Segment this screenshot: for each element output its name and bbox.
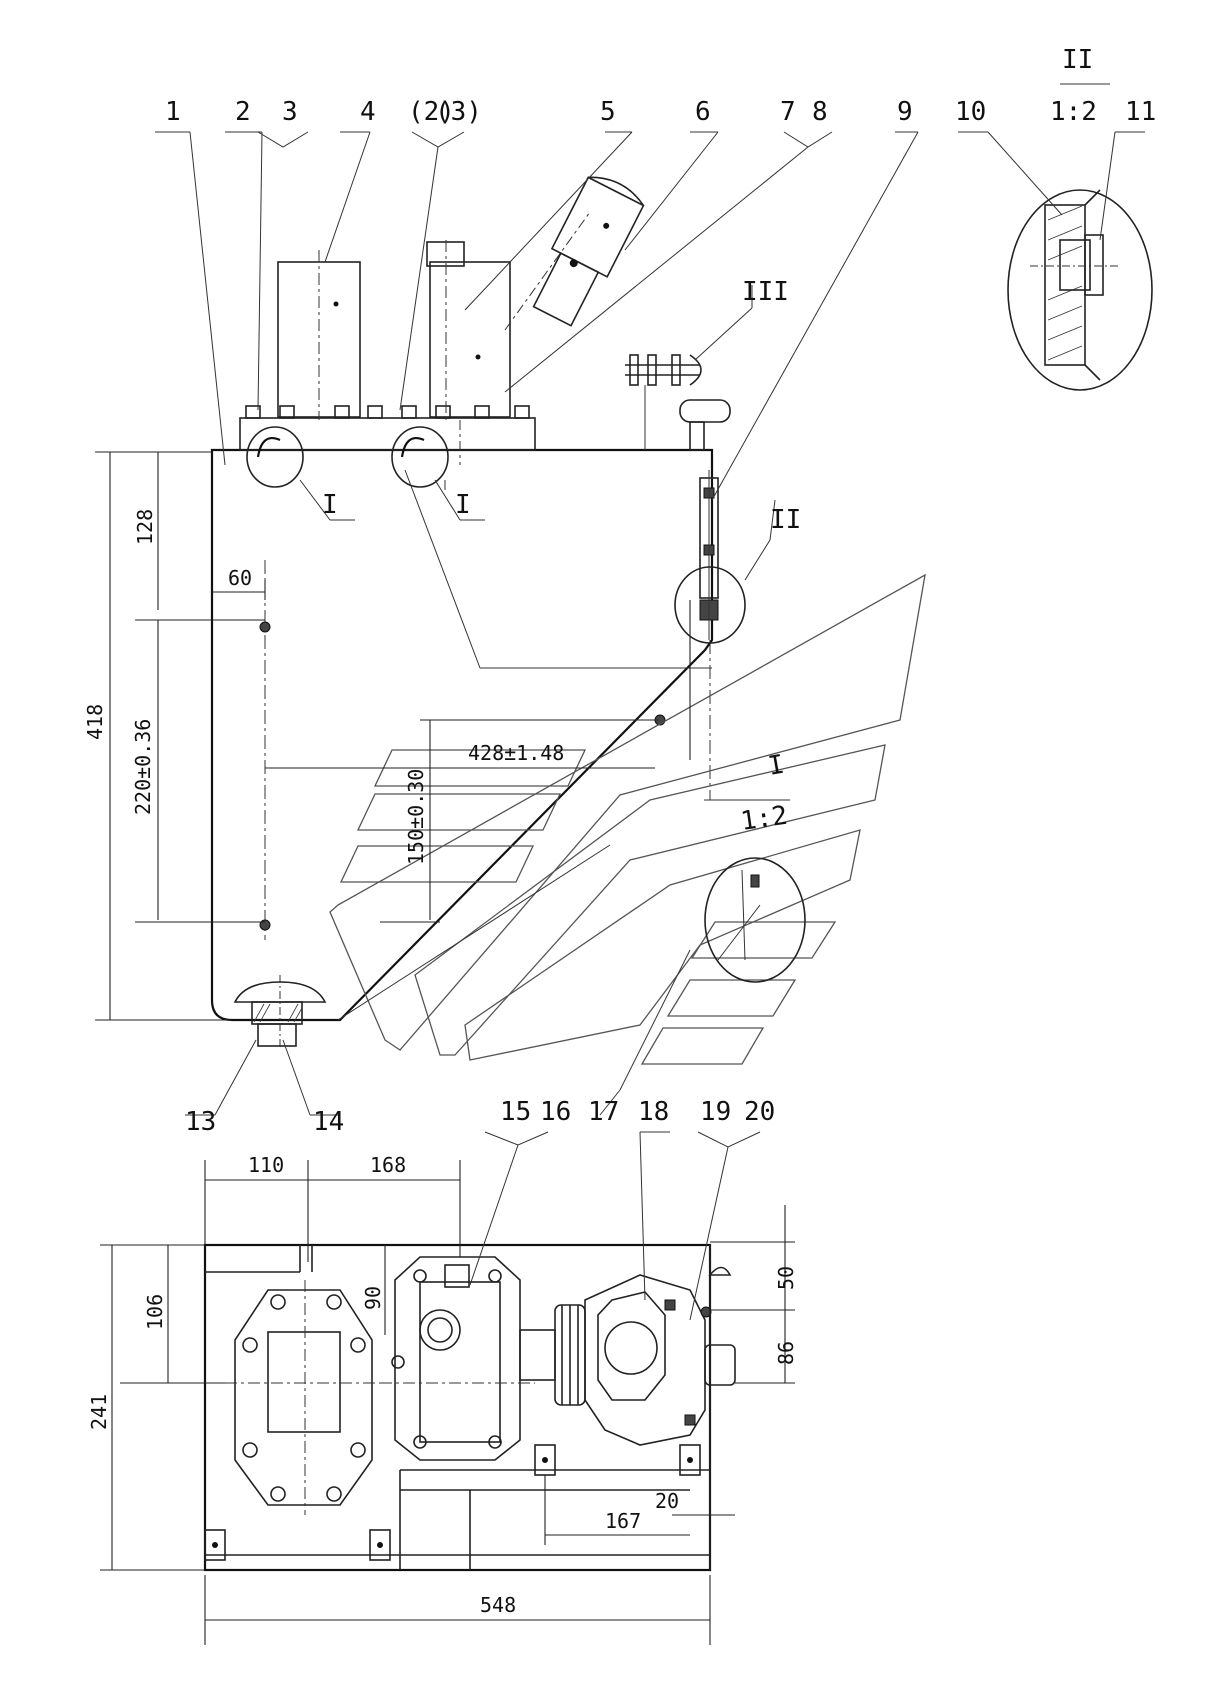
dim-428: 428±1.48 <box>468 741 564 765</box>
pump-port <box>597 1291 666 1401</box>
dim-167: 167 <box>605 1509 641 1533</box>
inspection-cover <box>234 1289 373 1506</box>
callout-5: 5 <box>600 97 616 127</box>
coupling <box>519 1329 556 1381</box>
callout-1: 1 <box>165 97 181 127</box>
detail-circle-II <box>674 566 746 644</box>
detail-II-label: II <box>770 505 801 535</box>
callout-19: 19 <box>700 1097 731 1127</box>
dimension-values: 418 128 220±0.36 60 428±1.48 150±0.30 11… <box>83 509 798 1617</box>
dim-418: 418 <box>83 704 107 740</box>
detail-I-title: I <box>766 750 787 782</box>
cover-window <box>267 1331 341 1433</box>
dim-60: 60 <box>228 566 252 590</box>
cover-bolts <box>242 1294 366 1502</box>
detail-II-scale: 1:2 <box>1050 97 1097 127</box>
tank-outline <box>210 448 714 1022</box>
dim-150: 150±0.30 <box>404 769 428 865</box>
detail-I-label-right: I <box>455 490 471 520</box>
callout-13: 13 <box>185 1107 216 1137</box>
callout-10: 10 <box>955 97 986 127</box>
dim-548: 548 <box>480 1593 516 1617</box>
detail-labels: II 1:2 III I I II I 1:2 <box>322 45 1097 837</box>
callout-18: 18 <box>638 1097 669 1127</box>
pump-flange <box>394 1256 521 1461</box>
detail-circle-I-right <box>391 426 449 488</box>
side-valve-assembly <box>625 354 731 451</box>
callout-numbers: 1 2 3 4 (2) (3) 5 6 7 8 9 10 11 13 14 15… <box>165 97 1156 1137</box>
callout-2: 2 <box>235 97 251 127</box>
top-plate <box>239 417 536 451</box>
callout-6: 6 <box>695 97 711 127</box>
dim-168: 168 <box>370 1153 406 1177</box>
callout-17: 17 <box>588 1097 619 1127</box>
detail-circle-I-left <box>246 426 304 488</box>
callout-9: 9 <box>897 97 913 127</box>
dim-90: 90 <box>361 1286 385 1310</box>
detail-I-view <box>704 799 806 983</box>
shaft-housing <box>419 1309 461 1351</box>
callout-3: 3 <box>282 97 298 127</box>
callout-11: 11 <box>1125 97 1156 127</box>
dim-128: 128 <box>133 509 157 545</box>
callout-16: 16 <box>540 1097 571 1127</box>
detail-III-label: III <box>742 277 789 307</box>
callout-leaders <box>155 131 1145 1116</box>
callout-20: 20 <box>744 1097 775 1127</box>
level-indicator <box>699 470 719 640</box>
callout-3-paren: (3) <box>435 97 482 127</box>
watermark-shapes <box>329 573 926 1065</box>
flange-bolts <box>391 1269 502 1449</box>
mount-hole <box>259 621 271 633</box>
detail-II-title: II <box>1062 45 1093 75</box>
dim-20: 20 <box>655 1489 679 1513</box>
dim-110: 110 <box>248 1153 284 1177</box>
pump-body <box>584 1274 706 1446</box>
oil-level-gauge <box>532 176 645 327</box>
dim-50: 50 <box>774 1266 798 1290</box>
callout-2-paren: (2) <box>408 97 455 127</box>
detail-II-view <box>1007 83 1153 391</box>
front-view <box>210 176 746 1050</box>
breather-body <box>429 261 511 418</box>
callout-4: 4 <box>360 97 376 127</box>
callout-8: 8 <box>812 97 828 127</box>
callout-14: 14 <box>313 1107 344 1137</box>
drain-plug <box>233 975 327 1050</box>
callout-7: 7 <box>780 97 796 127</box>
pipe-connector <box>704 1344 736 1386</box>
side-view <box>203 1131 761 1572</box>
dim-86: 86 <box>774 1341 798 1365</box>
detail-I-label-left: I <box>322 490 338 520</box>
plate-bolts <box>245 405 530 419</box>
detail-I-scale: 1:2 <box>739 801 790 837</box>
dim-220: 220±0.36 <box>131 719 155 815</box>
dim-106: 106 <box>143 1294 167 1330</box>
dim-241: 241 <box>87 1394 111 1430</box>
side-dimensions <box>100 1160 795 1645</box>
callout-15: 15 <box>500 1097 531 1127</box>
front-dimensions <box>95 451 691 1021</box>
base-feet <box>204 1444 701 1561</box>
